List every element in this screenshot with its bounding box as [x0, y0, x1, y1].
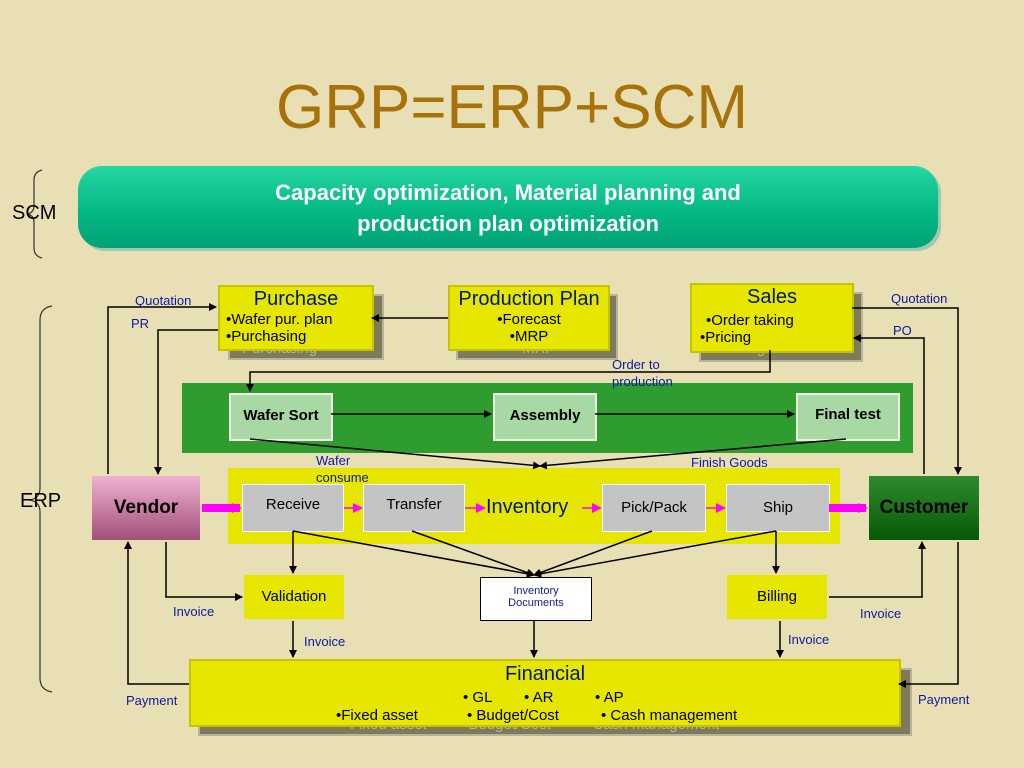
label-invoice-validation: Invoice	[304, 634, 346, 649]
arrow-invoice-customer	[829, 541, 926, 598]
financial-box: Financial • GL • AR • AP •Fixed asset • …	[189, 659, 901, 727]
inventory-documents-box: Inventory Documents	[480, 577, 592, 621]
label-wafer-consume-2: consume	[316, 470, 369, 485]
financial-ap: • AP	[595, 689, 624, 706]
arrow-transfer-to-docs	[411, 530, 535, 577]
inventory-documents-line-2: Documents	[508, 597, 564, 609]
inventory-documents-line-1: Inventory	[513, 585, 559, 597]
label-wafer-consume-1: Wafer	[316, 453, 351, 468]
arrow-quotation-right	[852, 307, 962, 475]
arrow-payment-left	[124, 541, 189, 685]
production-plan-box: Production Plan •Forecast •MRP	[448, 285, 610, 351]
wafer-sort-box: Wafer Sort	[229, 393, 333, 441]
arrow-receive-to-docs	[292, 530, 535, 578]
label-quotation-left: Quotation	[135, 293, 192, 308]
transfer-box: Transfer	[363, 484, 465, 532]
label-invoice-billing: Invoice	[788, 632, 830, 647]
arrow-po	[853, 334, 925, 474]
purchase-item-1: •Wafer pur. plan	[226, 311, 333, 328]
arrow-order-to-production	[246, 350, 771, 392]
label-finish-goods: Finish Goods	[691, 455, 768, 470]
label-order-to-production-1: Order to	[612, 357, 660, 372]
receive-box: Receive	[242, 484, 344, 532]
label-quotation-right: Quotation	[891, 291, 948, 306]
arrow-quotation-left	[107, 303, 217, 474]
label-payment-right: Payment	[918, 692, 970, 707]
inventory-title: Inventory	[486, 496, 569, 518]
arrow-wafer-consume	[249, 438, 541, 470]
ship-box: Ship	[726, 484, 830, 532]
scm-line-1: Capacity optimization, Material planning…	[275, 180, 741, 205]
production-plan-item-1: •Forecast	[497, 311, 561, 328]
label-po: PO	[893, 323, 912, 338]
validation-box: Validation	[244, 575, 344, 619]
scm-description: Capacity optimization, Material planning…	[78, 177, 938, 239]
financial-gl: • GL	[463, 689, 493, 706]
scm-bar	[78, 166, 938, 248]
label-invoice-right: Invoice	[860, 606, 902, 621]
financial-fixed-asset: •Fixed asset	[336, 707, 418, 724]
label-payment-left: Payment	[126, 693, 178, 708]
arrow-pick-to-docs	[533, 530, 653, 577]
production-plan-title: Production Plan	[458, 288, 600, 310]
scm-line-2: production plan optimization	[357, 211, 659, 236]
financial-budget-cost: • Budget/Cost	[467, 707, 559, 724]
purchase-title: Purchase	[253, 288, 339, 310]
purchase-box: Purchase •Wafer pur. plan •Purchasing	[218, 285, 374, 351]
erp-label: ERP	[20, 490, 62, 512]
arrow-ship-to-docs	[533, 530, 777, 578]
label-pr: PR	[131, 316, 150, 331]
pick-pack-box: Pick/Pack	[602, 484, 706, 532]
page-title: GRP=ERP+SCM	[275, 73, 749, 142]
arrow-invoice-vendor	[165, 542, 243, 601]
financial-title: Financial	[504, 663, 586, 685]
sales-item-1: •Order taking	[706, 312, 794, 329]
billing-box: Billing	[727, 575, 827, 619]
arrow-pr	[154, 329, 218, 475]
production-plan-item-2: •MRP	[509, 328, 549, 345]
label-invoice-left: Invoice	[173, 604, 215, 619]
purchase-item-2: •Purchasing	[226, 328, 307, 345]
sales-item-2: •Pricing	[700, 329, 752, 346]
final-test-box: Final test	[796, 393, 900, 441]
vendor-box: Vendor	[92, 476, 200, 540]
arrow-finish-goods	[539, 438, 847, 470]
assembly-box: Assembly	[493, 393, 597, 441]
customer-box: Customer	[869, 476, 979, 540]
label-order-to-production-2: production	[612, 374, 673, 389]
arrow-payment-right	[898, 542, 959, 688]
financial-cash-management: • Cash management	[601, 707, 738, 724]
financial-ar: • AR	[524, 689, 554, 706]
sales-title: Sales	[746, 286, 798, 308]
sales-box: Sales •Order taking •Pricing	[690, 283, 854, 353]
scm-label: SCM	[12, 202, 57, 224]
